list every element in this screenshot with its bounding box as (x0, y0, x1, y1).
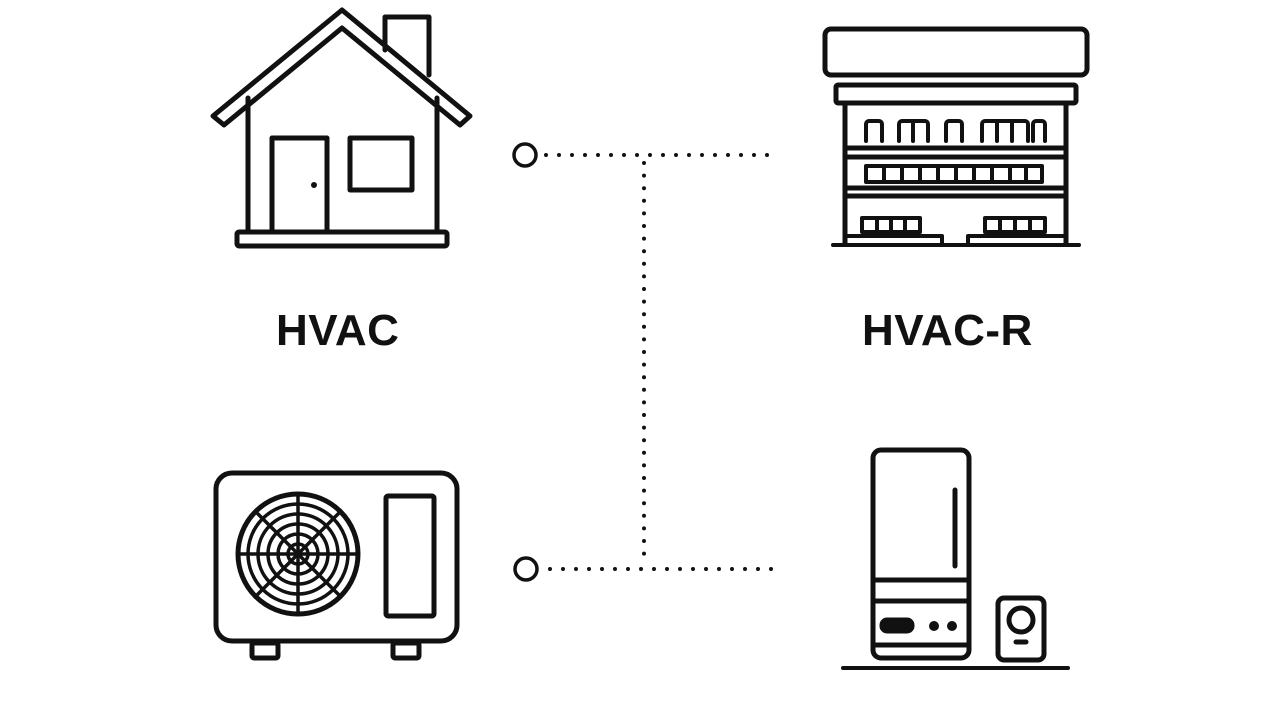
house-icon (210, 7, 473, 249)
hvac-label: HVAC (276, 306, 400, 355)
commercial-building-icon (822, 26, 1090, 247)
refrigerator-icon (841, 447, 1070, 670)
dotted-connectors (512, 142, 780, 582)
hvac-r-label: HVAC-R (862, 306, 1033, 355)
outdoor-ac-unit-icon (213, 470, 460, 661)
connector-node-bottom (513, 556, 539, 582)
connector-node-top (512, 142, 538, 168)
